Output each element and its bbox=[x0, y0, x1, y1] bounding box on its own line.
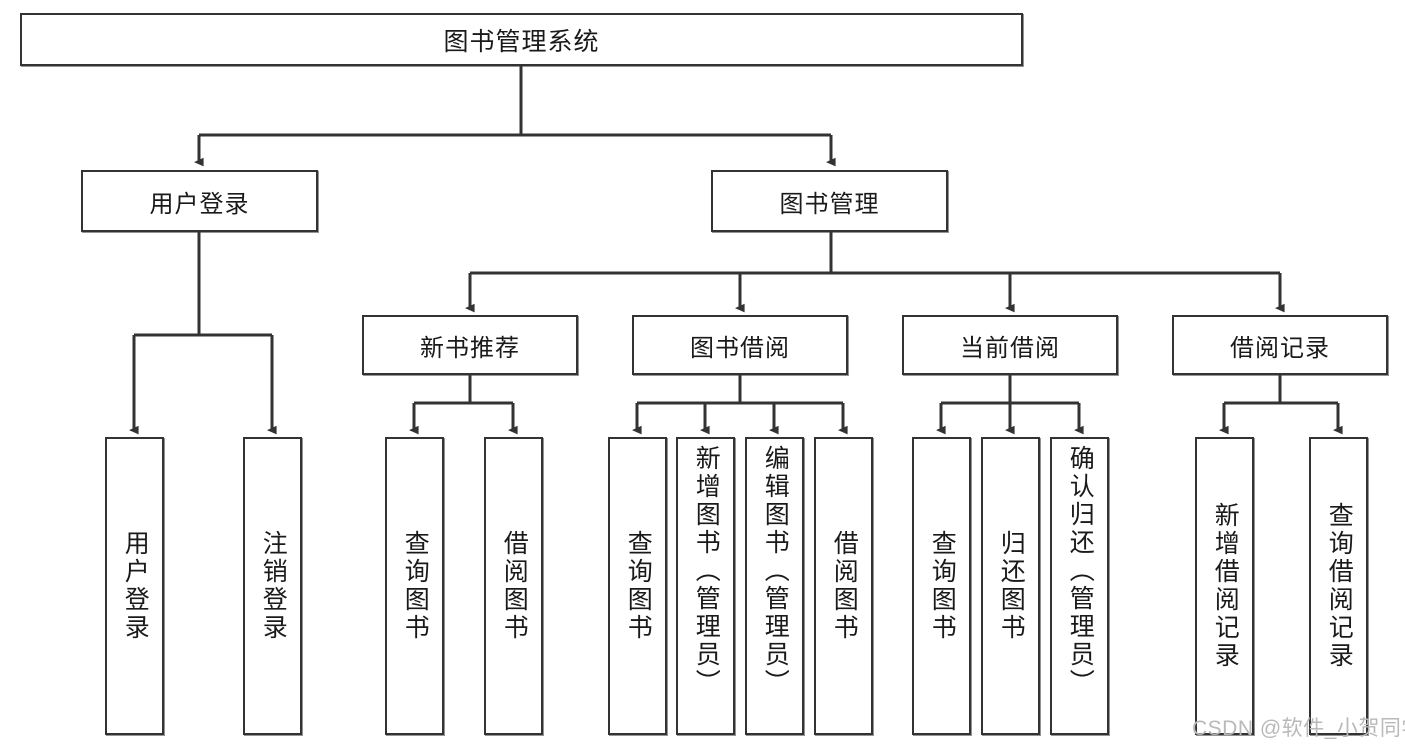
node-label: 图书管理 bbox=[779, 190, 880, 218]
leaf-borrow-borrow-books[interactable]: 借阅图书 bbox=[814, 437, 873, 735]
node-label: 查询图书 bbox=[624, 530, 653, 642]
leaf-user-login-login[interactable]: 用户登录 bbox=[105, 437, 164, 735]
node-label: 新书推荐 bbox=[420, 334, 520, 362]
node-label: 查询借阅记录 bbox=[1325, 502, 1354, 670]
node-new-book-recommend[interactable]: 新书推荐 bbox=[362, 315, 578, 375]
leaf-record-query-borrow-record[interactable]: 查询借阅记录 bbox=[1309, 437, 1368, 735]
node-borrow-record[interactable]: 借阅记录 bbox=[1172, 315, 1388, 375]
node-label: 编辑图书（管理员） bbox=[761, 445, 790, 697]
node-label: 图书管理系统 bbox=[443, 27, 600, 56]
leaf-user-login-logout[interactable]: 注销登录 bbox=[243, 437, 302, 735]
node-label: 借阅图书 bbox=[500, 530, 529, 642]
leaf-record-add-borrow-record[interactable]: 新增借阅记录 bbox=[1195, 437, 1254, 735]
node-label: 新增借阅记录 bbox=[1211, 502, 1240, 670]
node-label: 用户登录 bbox=[149, 190, 250, 218]
leaf-current-return-books[interactable]: 归还图书 bbox=[981, 437, 1040, 735]
node-label: 借阅记录 bbox=[1230, 334, 1330, 362]
leaf-borrow-edit-book-admin[interactable]: 编辑图书（管理员） bbox=[745, 437, 804, 735]
node-label: 借阅图书 bbox=[830, 530, 859, 642]
csdn-watermark: CSDN @软件_小贺同学 bbox=[1192, 717, 1405, 740]
node-label: 用户登录 bbox=[121, 530, 150, 642]
node-label: 新增图书（管理员） bbox=[692, 445, 721, 697]
leaf-borrow-query-books[interactable]: 查询图书 bbox=[608, 437, 667, 735]
node-book-management-system[interactable]: 图书管理系统 bbox=[20, 13, 1023, 66]
node-label: 归还图书 bbox=[997, 530, 1026, 642]
leaf-current-query-books[interactable]: 查询图书 bbox=[912, 437, 971, 735]
node-current-borrow[interactable]: 当前借阅 bbox=[902, 315, 1118, 375]
node-label: 确认归还（管理员） bbox=[1066, 445, 1095, 697]
node-book-management[interactable]: 图书管理 bbox=[711, 170, 948, 232]
leaf-new-book-query-books[interactable]: 查询图书 bbox=[385, 437, 444, 735]
node-label: 查询图书 bbox=[928, 530, 957, 642]
node-label: 图书借阅 bbox=[690, 334, 790, 362]
leaf-new-book-borrow-books[interactable]: 借阅图书 bbox=[484, 437, 543, 735]
node-label: 注销登录 bbox=[259, 530, 288, 642]
node-label: 当前借阅 bbox=[960, 334, 1060, 362]
node-user-login[interactable]: 用户登录 bbox=[81, 170, 318, 232]
leaf-borrow-add-book-admin[interactable]: 新增图书（管理员） bbox=[676, 437, 735, 735]
node-label: 查询图书 bbox=[401, 530, 430, 642]
leaf-current-confirm-return-admin[interactable]: 确认归还（管理员） bbox=[1050, 437, 1109, 735]
node-book-borrow[interactable]: 图书借阅 bbox=[632, 315, 848, 375]
